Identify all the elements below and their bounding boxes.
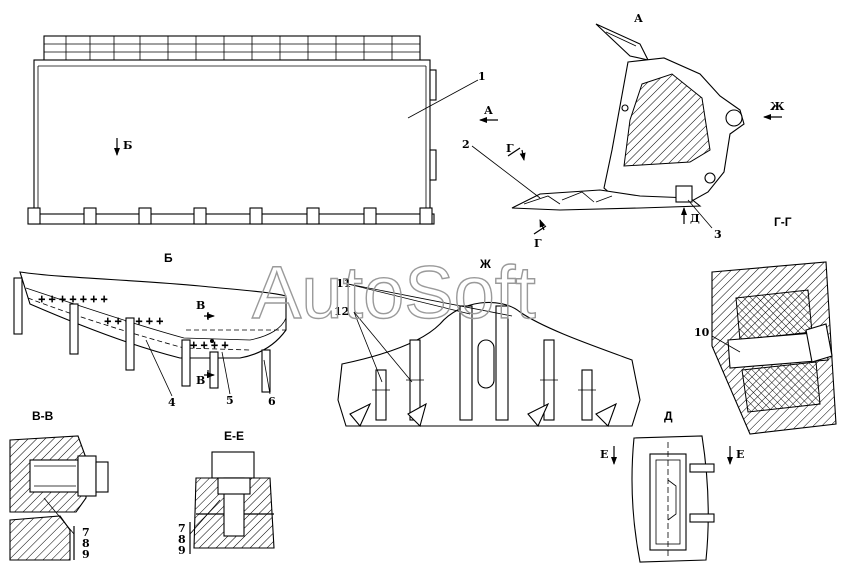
section-vv-title: В-В: [32, 409, 54, 423]
callout-5: 5: [226, 394, 234, 407]
bucket-side-view: [511, 23, 745, 211]
watermark-autosoft: AutoSoft: [252, 251, 536, 334]
callout-4: 4: [168, 396, 176, 409]
callout-2: 2: [462, 138, 470, 151]
cut-e-right-label: Е: [736, 448, 744, 461]
cut-g-bottom-label: Г: [534, 237, 542, 250]
view-zh-label: Ж: [770, 100, 785, 113]
callout-12: 12: [334, 305, 349, 318]
bucket-front-view: [27, 35, 437, 225]
svg-text:+ + + +: + + + +: [190, 341, 229, 351]
callout-1: 1: [478, 70, 486, 83]
vv-callout-9: 9: [82, 548, 90, 561]
cut-v-bottom-label: В: [196, 374, 205, 387]
vv-callout-8: 8: [82, 537, 90, 550]
section-ee-title: Е-Е: [224, 429, 244, 443]
view-a-title: А: [634, 12, 643, 25]
callout-6: 6: [268, 395, 276, 408]
view-b-label: Б: [123, 139, 132, 152]
cut-v-top-label: В: [196, 299, 205, 312]
callout-10: 10: [694, 326, 710, 339]
view-b-detail: + + + + + + + + + + + + + + + + +: [13, 271, 287, 393]
section-gg-detail: [711, 261, 837, 435]
cut-g-top-label: Г: [506, 142, 514, 155]
section-ee-detail: [193, 451, 275, 549]
view-d-label: Д: [690, 212, 700, 225]
vv-callout-7: 7: [82, 526, 90, 539]
ee-callout-7: 7: [178, 522, 186, 535]
view-b-title: Б: [164, 251, 173, 265]
section-vv-detail: [9, 435, 109, 561]
svg-text:+ + + + + + +: + + + + + + +: [38, 295, 108, 305]
cut-e-left-label: Е: [600, 448, 608, 461]
view-d-detail: [631, 435, 715, 563]
view-zh-title: Ж: [479, 257, 491, 271]
section-gg-title: Г-Г: [774, 215, 792, 229]
callout-3: 3: [714, 228, 722, 241]
callout-11: 11: [336, 277, 351, 290]
view-d-title: Д: [664, 409, 673, 423]
ee-callout-9: 9: [178, 544, 186, 557]
view-zh-detail: [337, 301, 641, 428]
ee-callout-8: 8: [178, 533, 186, 546]
view-a-label: А: [484, 104, 493, 117]
